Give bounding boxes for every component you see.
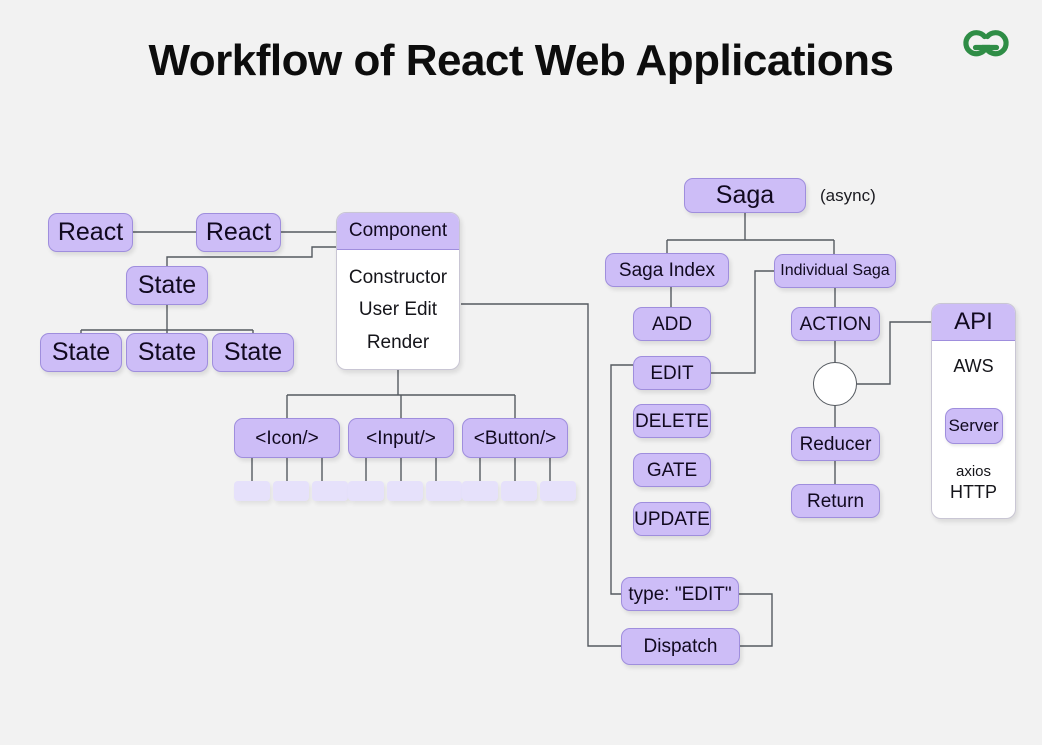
saga-api-junction[interactable]	[813, 362, 857, 406]
node-action-delete[interactable]: DELETE	[633, 404, 711, 438]
leaf-chip[interactable]	[312, 481, 348, 501]
api-line-http: HTTP	[950, 482, 997, 503]
node-saga-index[interactable]: Saga Index	[605, 253, 729, 287]
leaf-chip[interactable]	[426, 481, 462, 501]
leaf-chip[interactable]	[387, 481, 423, 501]
leaf-chip[interactable]	[540, 481, 576, 501]
node-state-child-1[interactable]: State	[40, 333, 122, 372]
node-server[interactable]: Server	[944, 408, 1003, 445]
api-line-aws: AWS	[953, 356, 994, 376]
wire-edit-type	[610, 364, 633, 595]
api-card-header: API	[932, 304, 1015, 341]
leaf-chip[interactable]	[462, 481, 498, 501]
component-line-constructor: Constructor	[348, 267, 448, 288]
node-state-child-3[interactable]: State	[212, 333, 294, 372]
async-note: (async)	[820, 186, 876, 205]
component-card[interactable]: Component Constructor User Edit Render	[336, 212, 460, 370]
api-card-body: AWS Server axios HTTP	[932, 341, 1015, 518]
node-action-update[interactable]: UPDATE	[633, 502, 711, 536]
component-card-body: Constructor User Edit Render	[337, 250, 459, 369]
component-line-user-edit: User Edit	[358, 299, 438, 321]
node-react-second[interactable]: React	[196, 213, 281, 252]
wire-useredit-dispatch	[461, 303, 622, 647]
node-action-type[interactable]: type: "EDIT"	[621, 577, 739, 611]
api-card[interactable]: API AWS Server axios HTTP	[931, 303, 1016, 519]
node-saga[interactable]: Saga	[684, 178, 806, 213]
leaf-chip[interactable]	[234, 481, 270, 501]
node-action-gate[interactable]: GATE	[633, 453, 711, 487]
api-line-axios: axios	[955, 463, 992, 481]
wire-dispatch-type	[738, 593, 773, 647]
page-title: Workflow of React Web Applications	[148, 36, 894, 85]
node-action-add[interactable]: ADD	[633, 307, 711, 341]
component-line-render: Render	[366, 331, 430, 353]
node-state-parent[interactable]: State	[126, 266, 208, 305]
node-input-element[interactable]: <Input/>	[348, 418, 454, 458]
node-state-child-2[interactable]: State	[126, 333, 208, 372]
component-card-header: Component	[337, 213, 459, 250]
geeksforgeeks-logo	[963, 30, 1009, 57]
node-react-root[interactable]: React	[48, 213, 133, 252]
node-icon-element[interactable]: <Icon/>	[234, 418, 340, 458]
node-action-edit[interactable]: EDIT	[633, 356, 711, 390]
node-button-element[interactable]: <Button/>	[462, 418, 568, 458]
node-return[interactable]: Return	[791, 484, 880, 518]
node-action[interactable]: ACTION	[791, 307, 880, 341]
leaf-chip[interactable]	[348, 481, 384, 501]
leaf-chip[interactable]	[273, 481, 309, 501]
wire-junction-api	[857, 321, 931, 385]
leaf-chip[interactable]	[501, 481, 537, 501]
wire-component-state	[166, 246, 336, 267]
node-dispatch[interactable]: Dispatch	[621, 628, 740, 665]
node-reducer[interactable]: Reducer	[791, 427, 880, 461]
wire-edit-individualsaga	[710, 270, 775, 374]
node-individual-saga[interactable]: Individual Saga	[774, 254, 896, 288]
